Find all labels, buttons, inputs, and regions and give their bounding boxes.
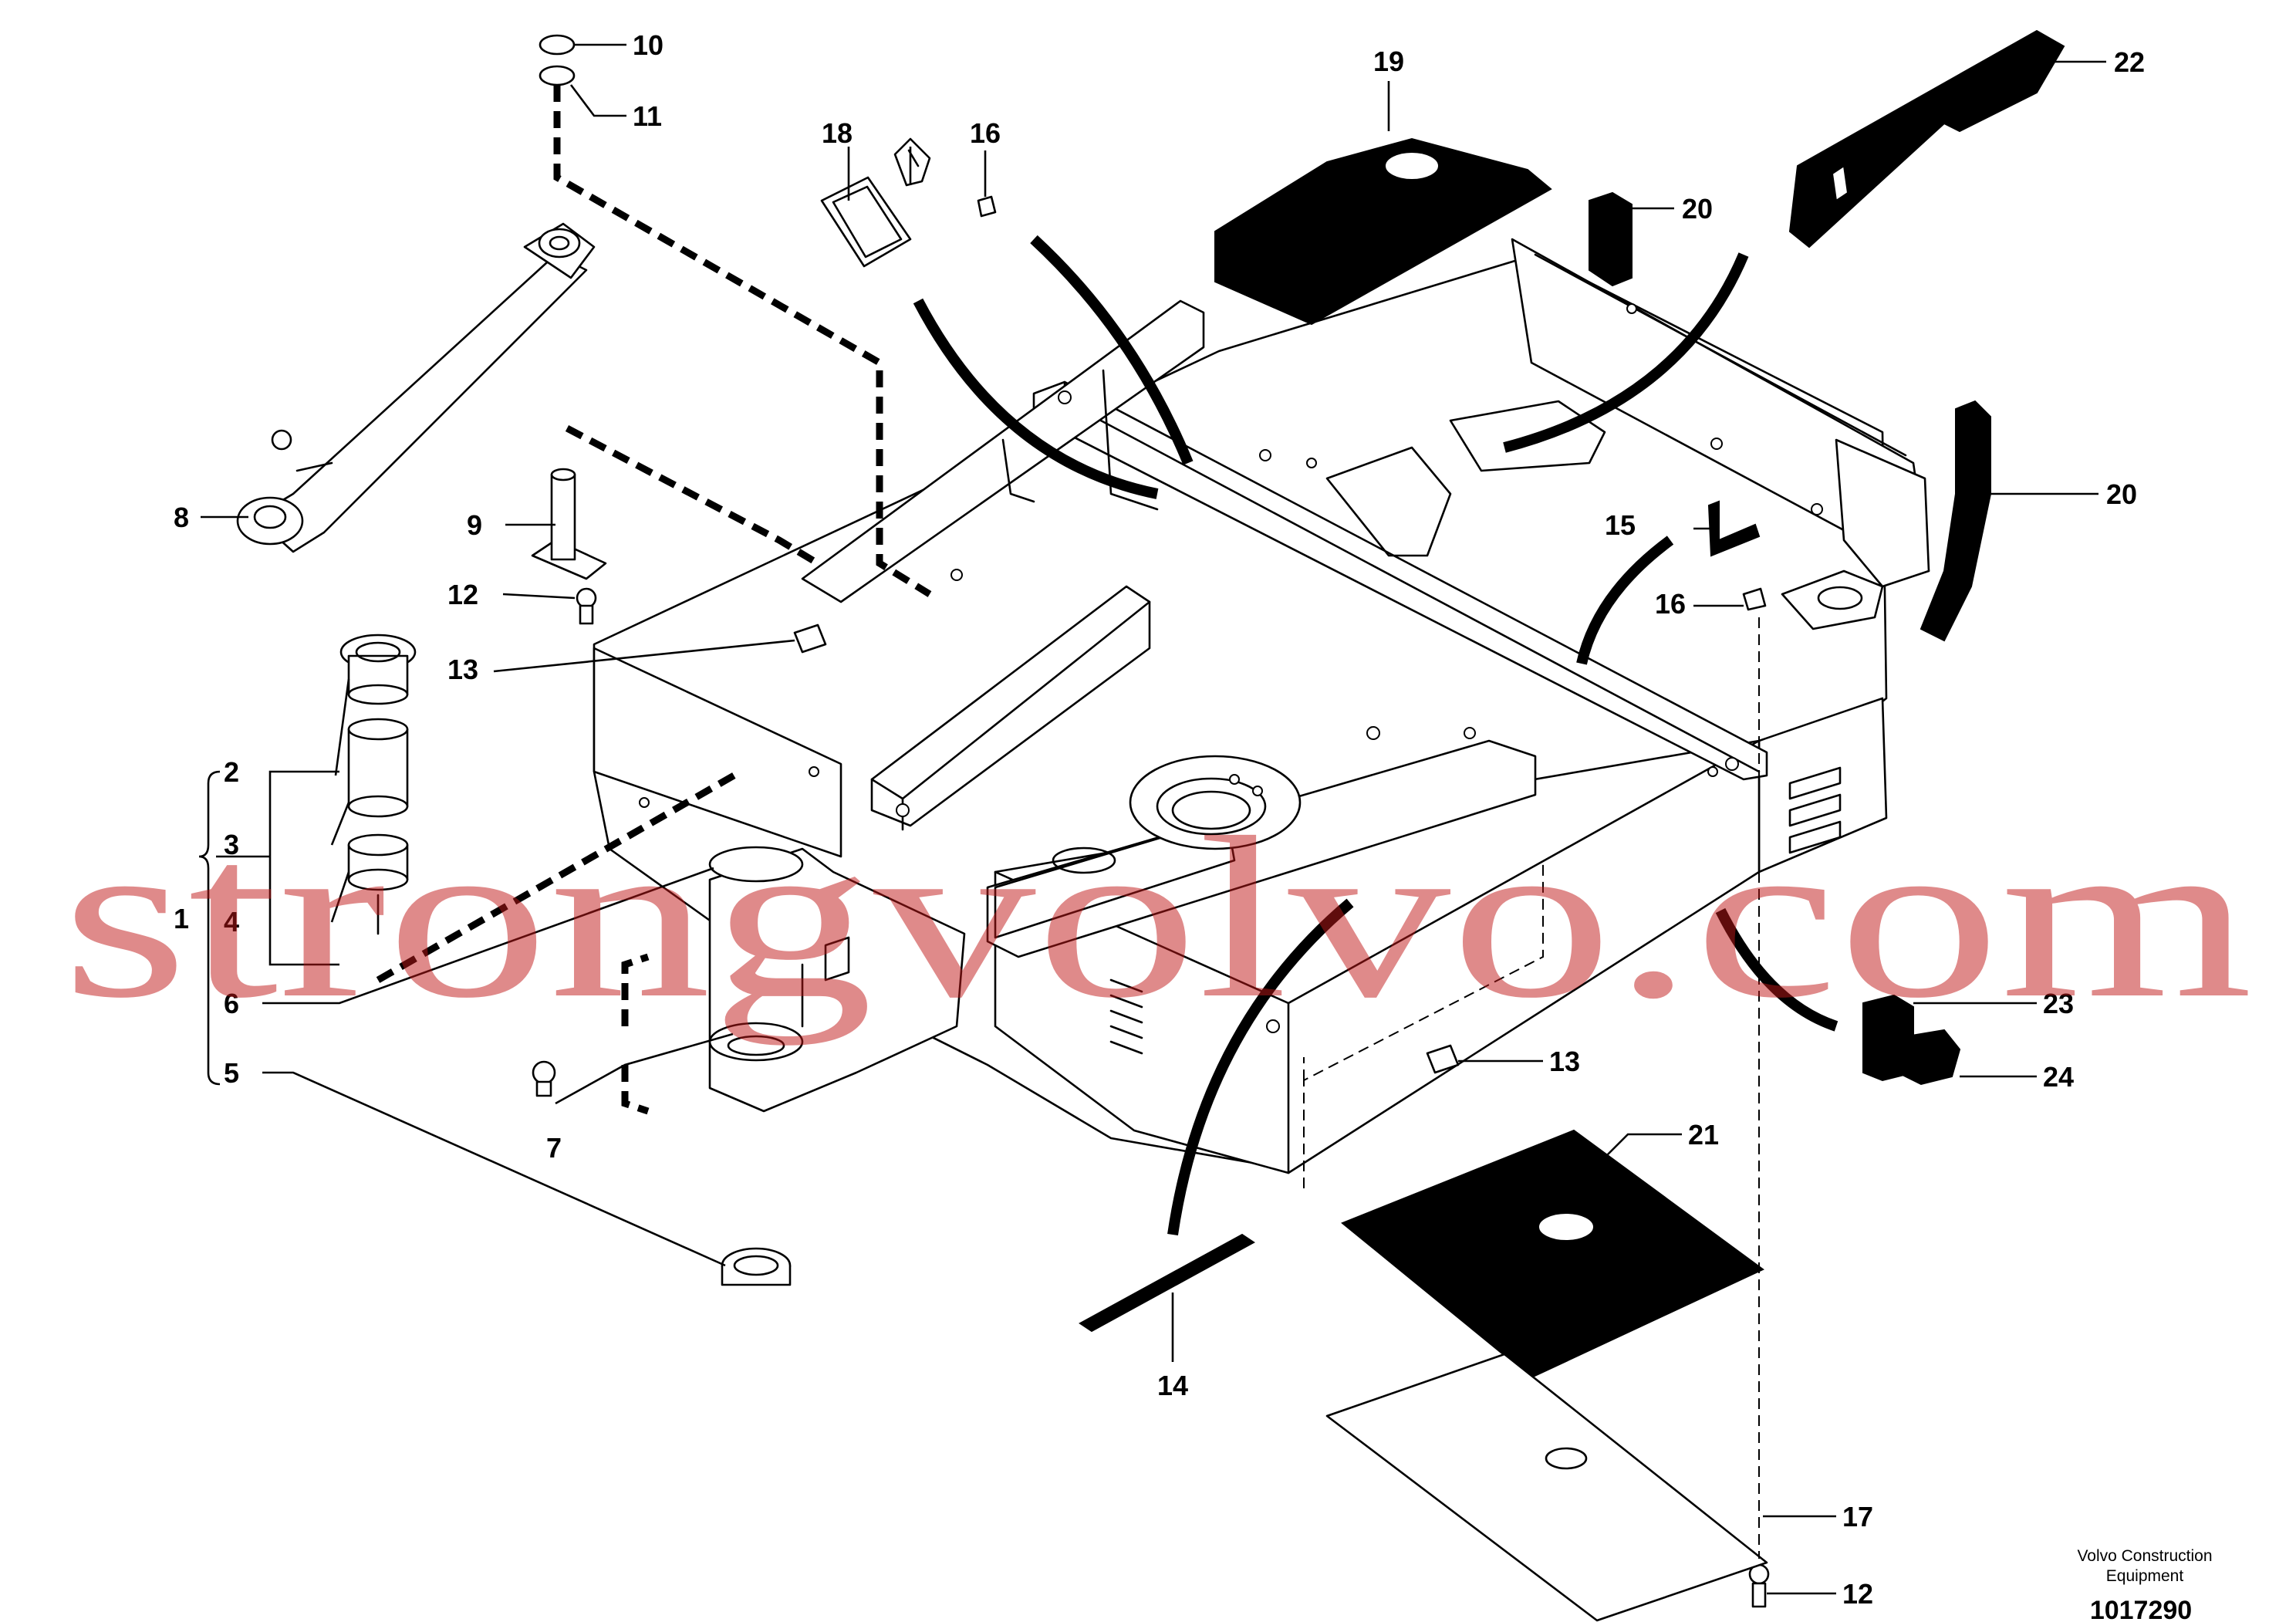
callout-12-lower: 12 (1842, 1578, 1873, 1610)
credit-line-2: Equipment (2106, 1567, 2184, 1585)
callout-21: 21 (1688, 1119, 1719, 1151)
bushing-stack (339, 634, 792, 1286)
credit-line-1: Volvo Construction (2077, 1547, 2212, 1565)
callout-24: 24 (2043, 1061, 2074, 1093)
callout-labels: 10 11 8 9 12 13 2 3 1 4 6 5 7 18 16 19 2… (174, 29, 2145, 1610)
callout-13-left: 13 (447, 654, 478, 685)
drawing-number: 1017290 (2090, 1596, 2192, 1622)
callout-1: 1 (174, 903, 189, 934)
swing-cylinder (236, 222, 596, 553)
cover-plates (1079, 29, 2065, 1622)
callout-8: 8 (174, 502, 189, 533)
vent-louvres (1109, 978, 1143, 1055)
callout-13-lower: 13 (1549, 1046, 1580, 1077)
assembly-arrows (913, 235, 1838, 1236)
callout-16-upper: 16 (970, 117, 1001, 149)
callout-16-right: 16 (1655, 588, 1686, 620)
callout-12-upper: 12 (447, 579, 478, 610)
callout-18: 18 (822, 117, 853, 149)
callout-20-right: 20 (2106, 478, 2137, 510)
callout-11: 11 (633, 100, 662, 132)
callout-23: 23 (2043, 988, 2074, 1019)
callout-3: 3 (224, 829, 239, 860)
callout-4: 4 (224, 906, 239, 938)
callout-7: 7 (546, 1132, 562, 1164)
watermark: strongvolvo.com (62, 789, 2253, 1046)
callout-2: 2 (224, 756, 239, 788)
dashed-assembly-paths (376, 85, 1760, 1559)
callout-10: 10 (633, 29, 663, 61)
small-parts (532, 34, 1770, 1608)
leader-lines (201, 43, 2106, 1595)
callout-22: 22 (2114, 46, 2145, 78)
callout-14: 14 (1157, 1370, 1188, 1401)
pin-part (531, 468, 607, 580)
callout-9: 9 (467, 509, 482, 541)
group-brace (198, 770, 221, 1086)
callout-17: 17 (1842, 1501, 1873, 1532)
callout-20-upper: 20 (1682, 193, 1713, 225)
callout-15: 15 (1605, 509, 1636, 541)
callout-6: 6 (224, 988, 239, 1019)
callout-5: 5 (224, 1057, 239, 1089)
callout-19: 19 (1373, 46, 1404, 77)
swing-bracket (708, 846, 966, 1113)
